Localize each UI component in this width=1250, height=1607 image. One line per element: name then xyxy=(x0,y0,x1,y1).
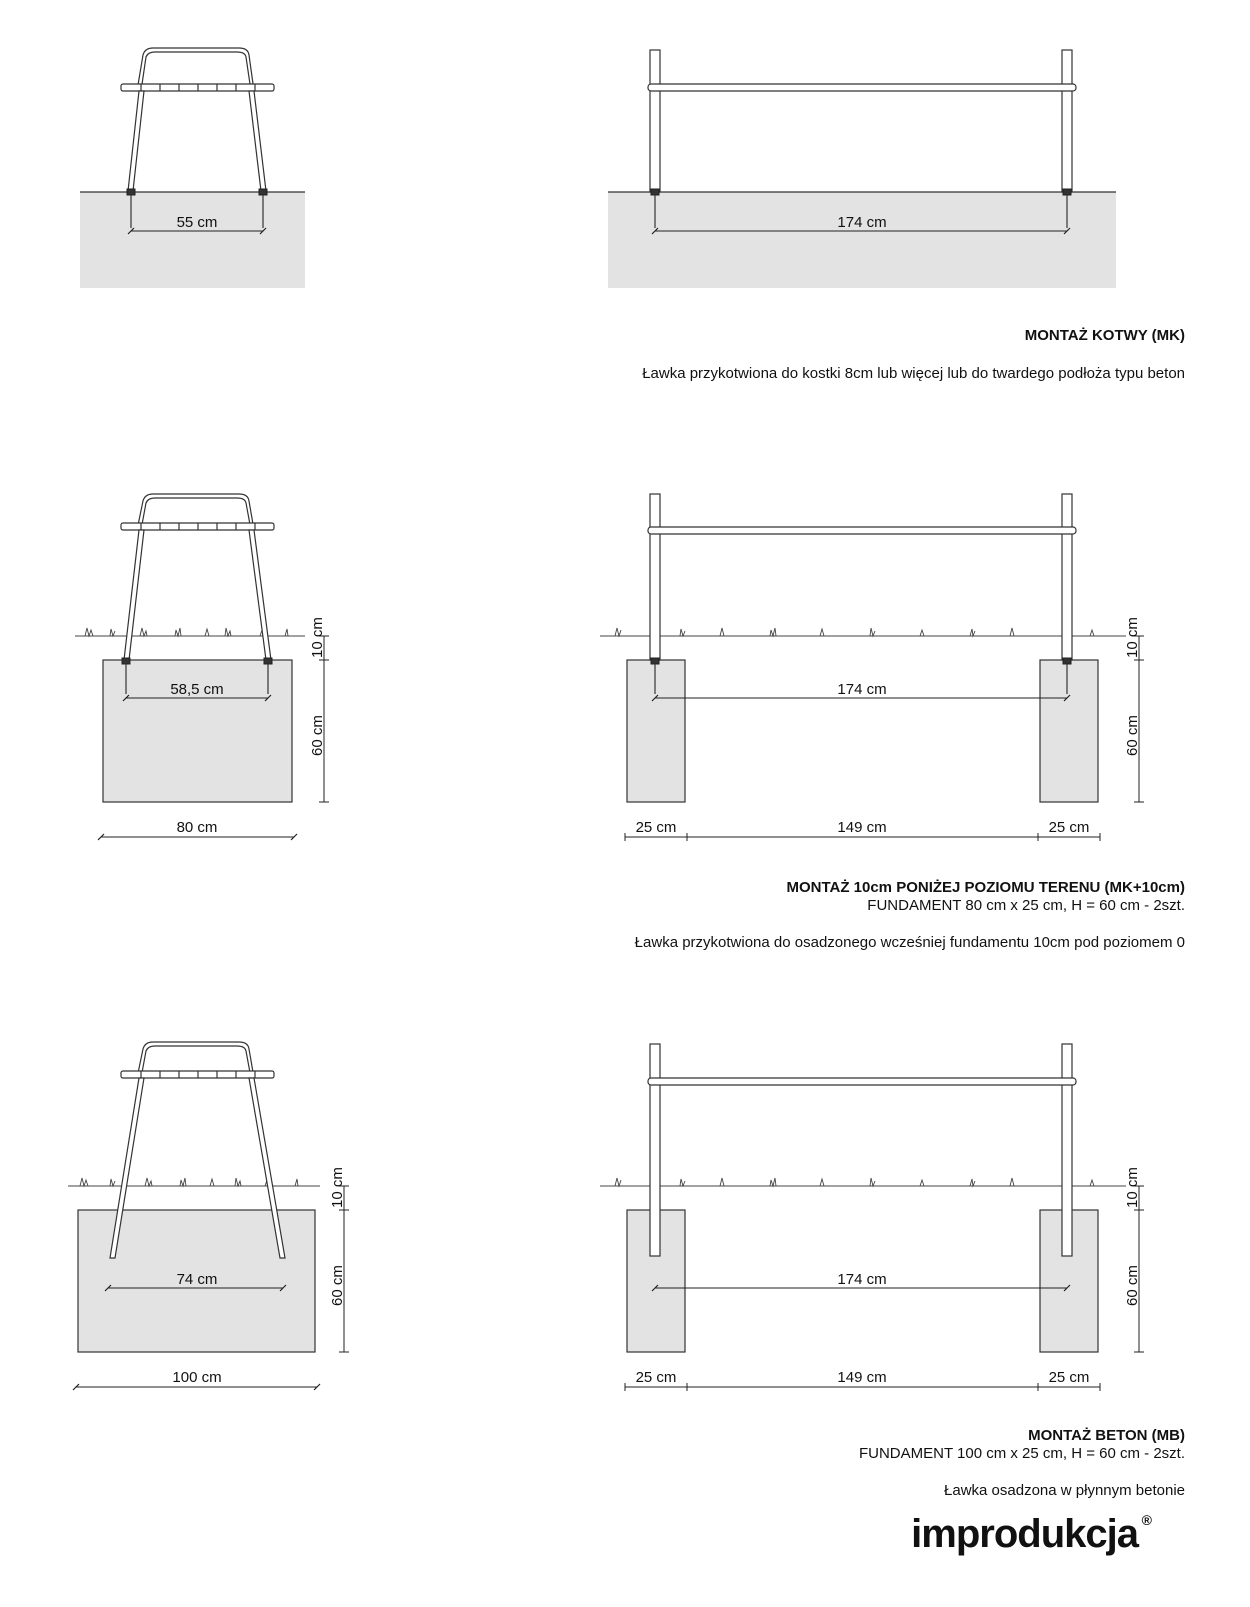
mb-front-depth-found-label: 60 cm xyxy=(1124,1265,1141,1306)
mk-side-width-label: 55 cm xyxy=(177,214,218,231)
mk-front-width-label: 174 cm xyxy=(837,214,886,231)
bench-seat-front xyxy=(647,1077,1077,1086)
paving-ground xyxy=(80,192,305,288)
mk10-title: MONTAŻ 10cm PONIŻEJ POZIOMU TERENU (MK+1… xyxy=(786,879,1185,896)
mk10-front-right-label: 25 cm xyxy=(1049,819,1090,836)
mk-side-view: 55 cm xyxy=(80,47,305,288)
mk10-subtitle: FUNDAMENT 80 cm x 25 cm, H = 60 cm - 2sz… xyxy=(867,897,1185,914)
foundation-block-left xyxy=(626,659,686,803)
mk10-front-width-label: 174 cm xyxy=(837,681,886,698)
paving-ground xyxy=(608,192,1116,288)
mb-front-mid-label: 149 cm xyxy=(837,1369,886,1386)
mb-front-right-label: 25 cm xyxy=(1049,1369,1090,1386)
bench-side-profile xyxy=(120,47,275,192)
mb-side-view: 74 cm 100 cm 10 cm 60 cm xyxy=(68,1041,349,1391)
mk10-front-mid-label: 149 cm xyxy=(837,819,886,836)
mb-depth-above-label: 10 cm xyxy=(329,1167,346,1208)
mb-front-left-label: 25 cm xyxy=(636,1369,677,1386)
foundation-block-right xyxy=(1039,659,1099,803)
bench-seat-front xyxy=(647,526,1077,535)
grass-line xyxy=(600,1177,1126,1188)
brand-logo: improdukcja xyxy=(911,1512,1139,1556)
mb-side-width-label: 74 cm xyxy=(177,1271,218,1288)
mk-front-view: 174 cm xyxy=(608,49,1116,288)
mk-title: MONTAŻ KOTWY (MK) xyxy=(1024,327,1185,344)
mk10-front-view: 174 cm 25 cm 149 cm 25 cm 10 cm 60 cm xyxy=(600,493,1144,841)
mb-front-width-label: 174 cm xyxy=(837,1271,886,1288)
mk10-side-width-label: 58,5 cm xyxy=(170,681,223,698)
mk10-front-depth-found-label: 60 cm xyxy=(1124,715,1141,756)
mb-subtitle: FUNDAMENT 100 cm x 25 cm, H = 60 cm - 2s… xyxy=(858,1445,1185,1462)
registered-mark: ® xyxy=(1141,1512,1152,1528)
mb-title: MONTAŻ BETON (MB) xyxy=(1028,1427,1185,1444)
mb-front-depth-above-label: 10 cm xyxy=(1124,1167,1141,1208)
bench-side-profile xyxy=(109,1041,286,1259)
mk10-depth-above-label: 10 cm xyxy=(309,617,326,658)
bench-side-profile xyxy=(120,493,275,661)
anchor-bolts xyxy=(126,188,268,228)
grass-line xyxy=(75,627,305,638)
mk-description: Ławka przykotwiona do kostki 8cm lub wię… xyxy=(642,365,1185,382)
mk10-foundation-width-label: 80 cm xyxy=(177,819,218,836)
mk10-side-view: 58,5 cm 80 cm 10 cm 60 cm xyxy=(75,493,329,841)
grass-line xyxy=(600,627,1126,638)
mb-front-view: 174 cm 25 cm 149 cm 25 cm 10 cm 60 cm xyxy=(600,1043,1144,1391)
mk10-front-depth-above-label: 10 cm xyxy=(1124,617,1141,658)
mb-description: Ławka osadzona w płynnym betonie xyxy=(944,1482,1185,1499)
foundation-block xyxy=(102,659,293,803)
mk10-description: Ławka przykotwiona do osadzonego wcześni… xyxy=(634,934,1185,951)
grass-line xyxy=(68,1177,320,1188)
bench-seat-front xyxy=(647,83,1077,92)
mb-depth-found-label: 60 cm xyxy=(329,1265,346,1306)
mk10-front-left-label: 25 cm xyxy=(636,819,677,836)
mk10-depth-found-label: 60 cm xyxy=(309,715,326,756)
mb-foundation-width-label: 100 cm xyxy=(172,1369,221,1386)
